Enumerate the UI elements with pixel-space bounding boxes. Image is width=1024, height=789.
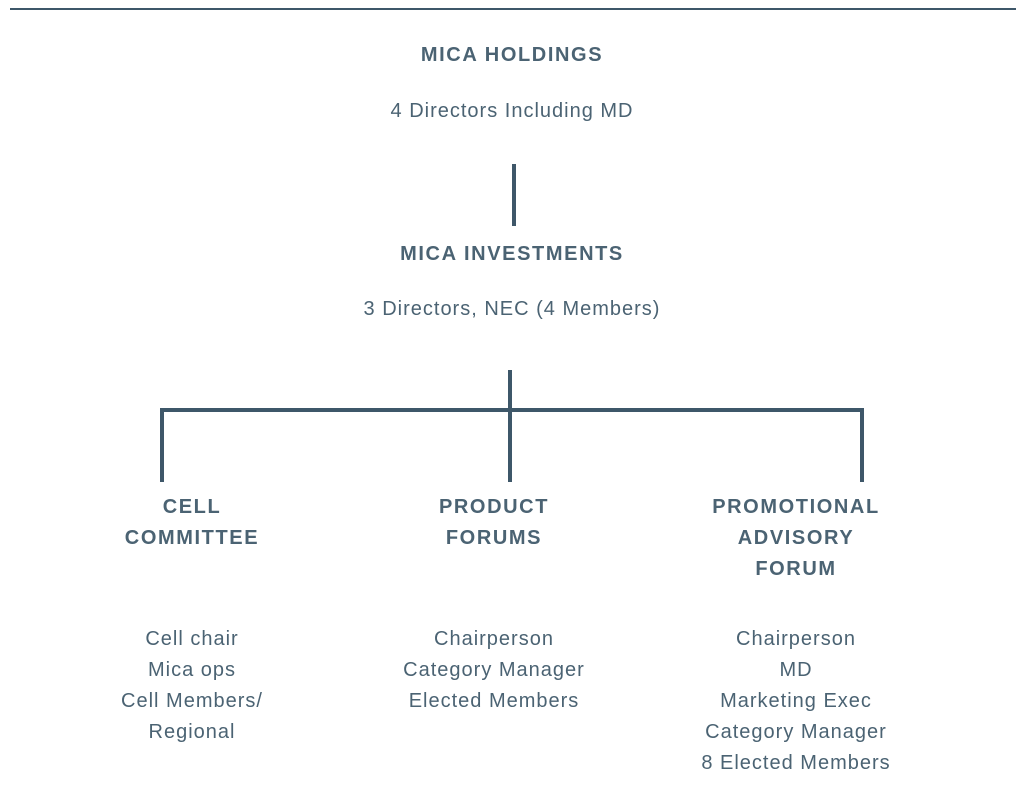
promotional-forum-title: PROMOTIONAL ADVISORY FORUM — [666, 492, 926, 585]
holdings-subtitle: 4 Directors Including MD — [390, 100, 634, 122]
product-forums-title-line: PRODUCT — [438, 496, 550, 518]
member-item: Marketing Exec — [720, 690, 872, 712]
promotional-forum-title-line: ADVISORY — [737, 527, 855, 549]
promotional-forum-title-line: PROMOTIONAL — [712, 496, 880, 518]
investments-subtitle: 3 Directors, NEC (4 Members) — [363, 298, 661, 320]
product-forums-title-line: FORUMS — [445, 527, 543, 549]
member-item: Chairperson — [736, 628, 856, 650]
product-forums-title: PRODUCT FORUMS — [364, 492, 624, 554]
cell-committee-title-line: COMMITTEE — [124, 527, 260, 549]
top-divider — [10, 8, 1016, 10]
promotional-forum-title-line: FORUM — [755, 558, 837, 580]
member-item: Category Manager — [705, 721, 887, 743]
member-item: 8 Elected Members — [701, 752, 891, 774]
cell-committee-title: CELL COMMITTEE — [72, 492, 312, 554]
member-item: Elected Members — [408, 690, 580, 712]
member-item: Chairperson — [434, 628, 554, 650]
holdings-title: MICA HOLDINGS — [420, 44, 604, 66]
cell-committee-title-line: CELL — [162, 496, 222, 518]
product-forums-members: Chairperson Category Manager Elected Mem… — [364, 624, 624, 717]
investments-title: MICA INVESTMENTS — [400, 243, 624, 265]
promotional-forum-members: Chairperson MD Marketing Exec Category M… — [666, 624, 926, 779]
member-item: Cell chair — [145, 628, 239, 650]
member-item: Category Manager — [403, 659, 585, 681]
member-item: Regional — [148, 721, 236, 743]
member-item: Cell Members/ — [121, 690, 263, 712]
member-item: Mica ops — [147, 659, 237, 681]
cell-committee-members: Cell chair Mica ops Cell Members/ Region… — [72, 624, 312, 748]
member-item: MD — [779, 659, 813, 681]
